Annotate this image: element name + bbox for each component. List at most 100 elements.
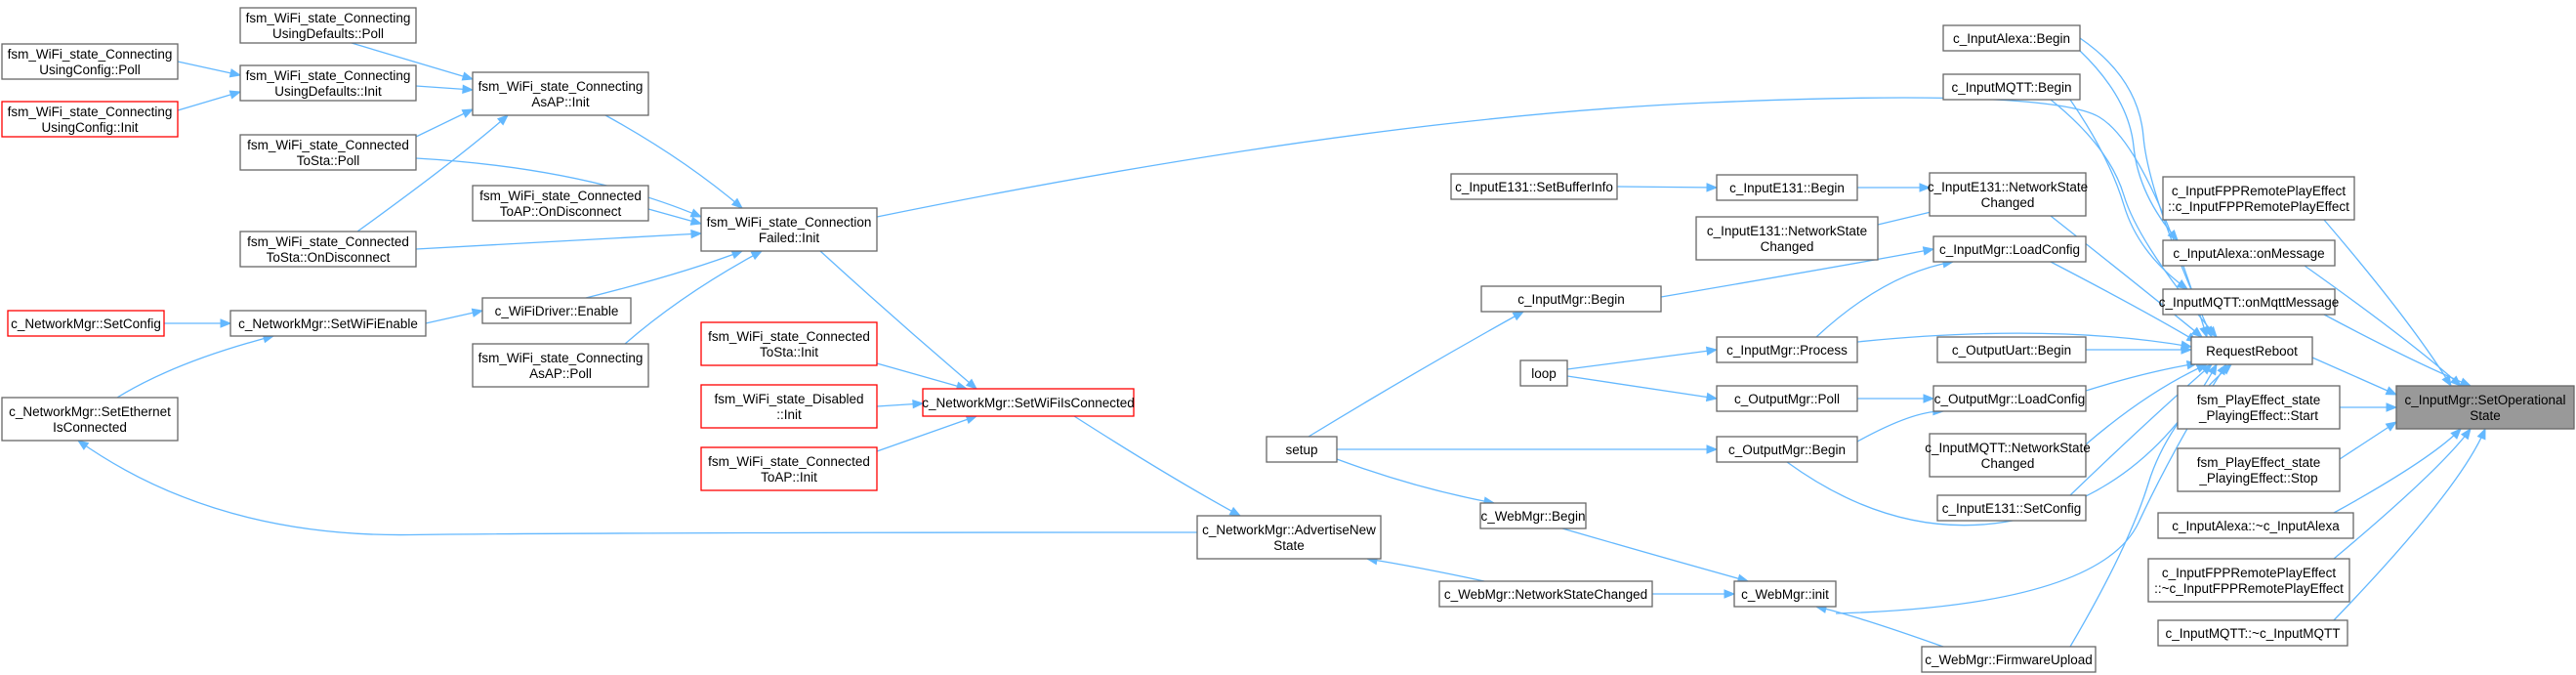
node-label: fsm_WiFi_state_Connecting (478, 351, 644, 365)
node-alexa-msg[interactable]: c_InputAlexa::onMessage (2162, 239, 2336, 267)
node-mqtt-msg[interactable]: c_InputMQTT::onMqttMessage (2159, 288, 2340, 316)
node-box (2177, 385, 2341, 430)
node-mqtt-dtor[interactable]: c_InputMQTT::~c_InputMQTT (2157, 619, 2348, 647)
node-e131-nsc[interactable]: c_InputE131::NetworkStateChanged (1928, 172, 2088, 217)
node-label: fsm_WiFi_state_Connected (708, 454, 870, 469)
node-box (1695, 216, 1879, 261)
node-box (1936, 494, 2087, 522)
node-label: c_WebMgr::init (1741, 587, 1829, 602)
arrowhead-reboot (2206, 325, 2218, 339)
node-label: Changed (1761, 239, 1814, 254)
node-label: fsm_PlayEffect_state (2197, 455, 2321, 470)
node-inmgr-begin[interactable]: c_InputMgr::Begin (1480, 285, 1662, 313)
node-box (700, 321, 878, 366)
node-uart-begin[interactable]: c_OutputUart::Begin (1936, 336, 2087, 363)
node-webmgr-fw[interactable]: c_WebMgr::FirmwareUpload (1921, 646, 2097, 673)
node-box (2162, 239, 2336, 267)
node-toap-disc[interactable]: fsm_WiFi_state_ConnectedToAP::OnDisconne… (472, 185, 649, 222)
node-webmgr-nsc[interactable]: c_WebMgr::NetworkStateChanged (1438, 580, 1653, 608)
node-label: ::c_InputFPPRemotePlayEffect (2168, 199, 2349, 214)
node-pe-start[interactable]: fsm_PlayEffect_state_PlayingEffect::Star… (2177, 385, 2341, 430)
node-setup[interactable]: setup (1266, 436, 1338, 463)
call-edge-fpp_dtor-to-root (2333, 428, 2472, 560)
call-edge-tosta_disc-to-connfail (415, 232, 702, 250)
node-poll-ua[interactable]: fsm_WiFi_state_ConnectingUsingConfig::Po… (1, 43, 179, 80)
node-alexa-begin[interactable]: c_InputAlexa::Begin (1942, 24, 2081, 52)
node-box (700, 207, 878, 252)
call-edge-connfail-to-reboot (876, 97, 2208, 338)
node-label: c_InputE131::SetConfig (1942, 501, 2082, 516)
node-label: fsm_WiFi_state_Connecting (246, 68, 411, 83)
node-label: c_InputMQTT::~c_InputMQTT (2166, 626, 2341, 641)
arrowhead-reboot (2207, 362, 2218, 376)
node-setbuf[interactable]: c_InputE131::SetBufferInfo (1450, 173, 1618, 200)
node-outmgr-loadcfg[interactable]: c_OutputMgr::LoadConfig (1932, 385, 2087, 412)
arrowhead-connfail (750, 250, 764, 261)
call-edge-e131_setcfg-to-reboot (2069, 363, 2213, 496)
node-wifidrv[interactable]: c_WiFiDriver::Enable (481, 297, 632, 324)
node-setconfig[interactable]: c_NetworkMgr::SetConfig (7, 310, 165, 337)
node-label: c_NetworkMgr::AdvertiseNew (1202, 523, 1376, 537)
call-edge-poll_ua-to-udef_init (177, 61, 241, 76)
node-mqtt-begin[interactable]: c_InputMQTT::Begin (1942, 73, 2081, 101)
node-setwifien[interactable]: c_NetworkMgr::SetWiFiEnable (229, 310, 427, 337)
call-edge-inmgr_begin-to-inmgr_loadcfg (1660, 248, 1934, 298)
node-outmgr-poll[interactable]: c_OutputMgr::Poll (1716, 385, 1858, 412)
call-edge-alexa_dtor-to-root (2333, 428, 2462, 514)
node-e131-nsc2[interactable]: c_InputE131::NetworkStateChanged (1695, 216, 1879, 261)
node-reboot[interactable]: RequestReboot (2190, 336, 2313, 365)
node-e131-begin[interactable]: c_InputE131::Begin (1716, 174, 1858, 201)
node-dis-init[interactable]: fsm_WiFi_state_Disabled::Init (700, 384, 878, 429)
call-edge-e131_nsc-to-reboot (2050, 215, 2203, 338)
call-edge-fpp_ctor-to-root (2323, 219, 2452, 387)
node-tosta-disc[interactable]: fsm_WiFi_state_ConnectedToSta::OnDisconn… (239, 231, 417, 268)
node-label: c_InputAlexa::Begin (1953, 31, 2070, 46)
node-fpp-dtor[interactable]: c_InputFPPRemotePlayEffect::~c_InputFPPR… (2147, 558, 2350, 603)
node-label: c_OutputMgr::Poll (1734, 392, 1840, 406)
call-edge-mqtt_dtor-to-root (2333, 428, 2486, 621)
call-edge-tosta_init-to-setwifi (876, 362, 968, 390)
node-webmgr-init[interactable]: c_WebMgr::init (1733, 580, 1837, 608)
node-label: c_InputE131::SetBufferInfo (1455, 180, 1613, 194)
node-label: c_WiFiDriver::Enable (495, 304, 619, 318)
node-label: AsAP::Init (531, 95, 590, 109)
node-pe-stop[interactable]: fsm_PlayEffect_state_PlayingEffect::Stop (2177, 447, 2341, 492)
node-label: c_InputMgr::LoadConfig (1939, 242, 2080, 257)
node-alexa-dtor[interactable]: c_InputAlexa::~c_InputAlexa (2157, 512, 2354, 539)
node-udef-init[interactable]: fsm_WiFi_state_ConnectingUsingDefaults::… (239, 64, 417, 102)
node-udef-poll[interactable]: fsm_WiFi_state_ConnectingUsingDefaults::… (239, 7, 417, 44)
node-label: setup (1285, 443, 1317, 457)
call-edge-wifidrv-to-connfail (585, 250, 743, 299)
node-mqtt-nsc[interactable]: c_InputMQTT::NetworkStateChanged (1925, 433, 2091, 478)
call-edge-ap_poll-to-connfail (624, 250, 763, 345)
node-box (922, 388, 1135, 417)
node-fpp-ctor[interactable]: c_InputFPPRemotePlayEffect::c_InputFPPRe… (2162, 176, 2355, 221)
arrowhead-setwifi (912, 399, 925, 409)
node-box (1480, 285, 1662, 313)
node-outmgr-begin[interactable]: c_OutputMgr::Begin (1716, 436, 1858, 463)
node-e131-setcfg[interactable]: c_InputE131::SetConfig (1936, 494, 2087, 522)
node-inmgr-loadcfg[interactable]: c_InputMgr::LoadConfig (1932, 235, 2087, 263)
node-setwifi[interactable]: c_NetworkMgr::SetWiFiIsConnected (922, 388, 1135, 417)
node-loop[interactable]: loop (1519, 359, 1568, 387)
node-inmgr-process[interactable]: c_InputMgr::Process (1716, 336, 1858, 363)
node-box (481, 297, 632, 324)
node-label: c_InputE131::NetworkState (1707, 224, 1867, 238)
node-label: c_WebMgr::Begin (1480, 509, 1585, 524)
node-label: ToAP::Init (761, 470, 817, 485)
call-edge-reboot-to-root (2311, 357, 2397, 396)
node-label: c_InputMQTT::Begin (1951, 80, 2071, 95)
node-webmgr-begin[interactable]: c_WebMgr::Begin (1479, 502, 1587, 529)
arrowhead-alexa_msg (2167, 229, 2179, 242)
call-edge-webmgr_fw-to-webmgr_init (1815, 606, 1944, 648)
node-init-ua[interactable]: fsm_WiFi_state_ConnectingUsingConfig::In… (1, 101, 179, 138)
